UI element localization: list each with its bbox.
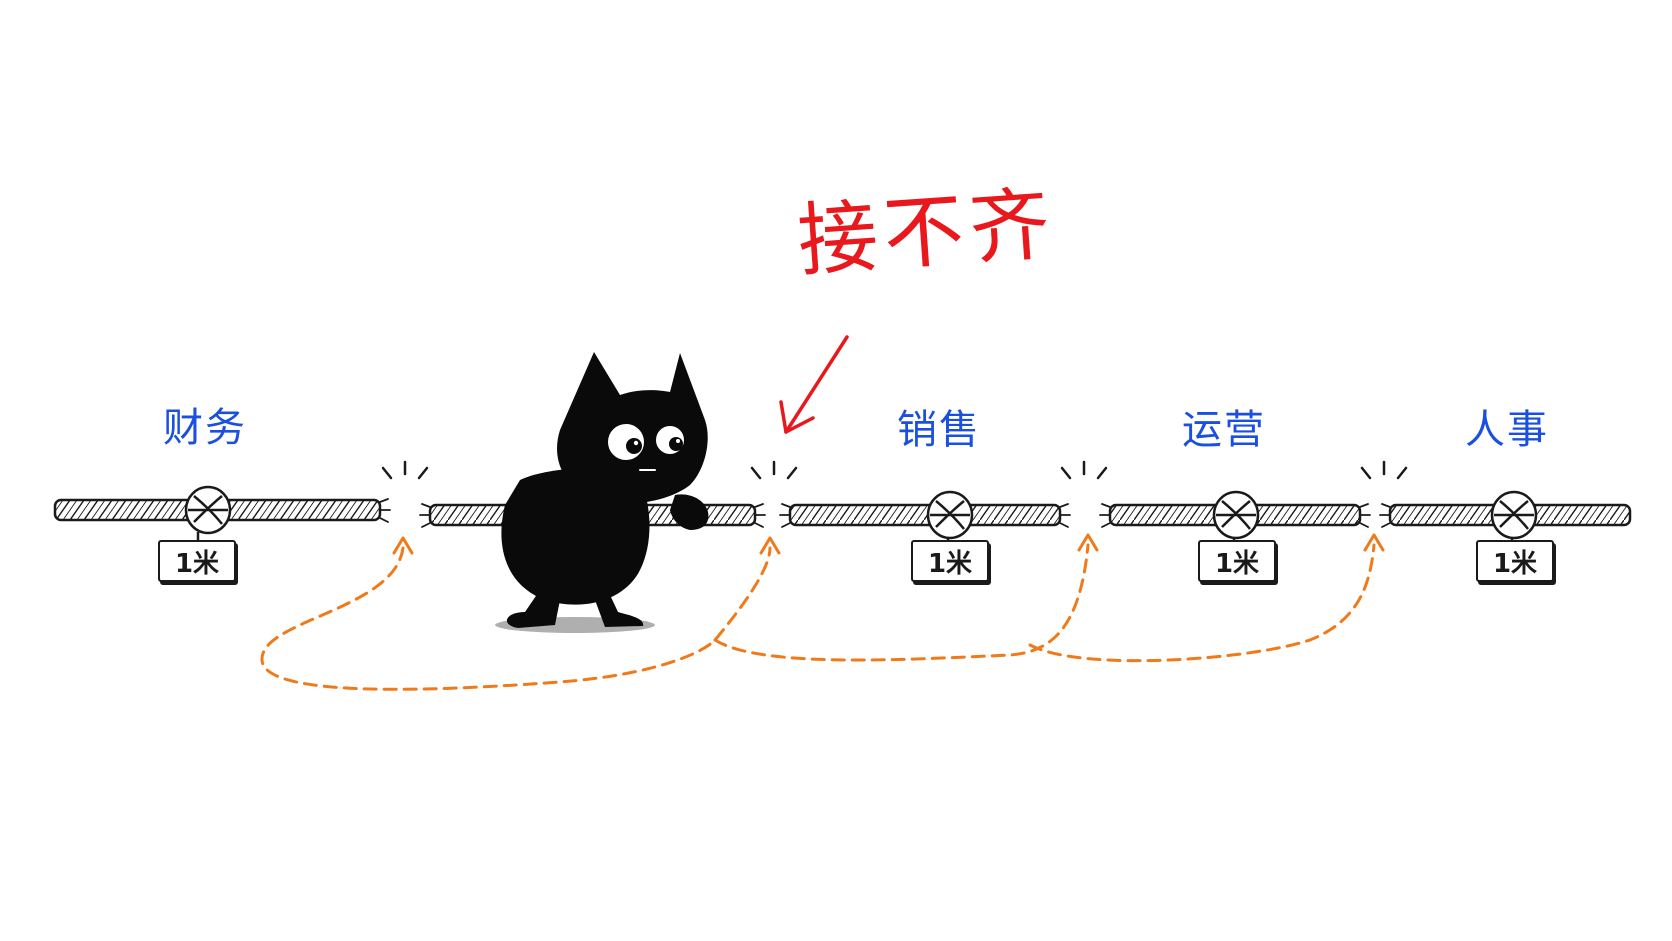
connector-path-3 — [1028, 543, 1376, 663]
connector-arrowheads — [392, 533, 1385, 555]
red-arrow-icon — [779, 335, 849, 434]
arrowhead-1 — [392, 536, 414, 555]
cat-eyes — [606, 422, 686, 462]
black-cat-icon — [495, 352, 709, 633]
label-operations: 运营 — [1182, 407, 1266, 453]
fray-5 — [1059, 503, 1071, 528]
arrowhead-3 — [1077, 533, 1099, 552]
length-tag-hr: 1米 — [1476, 540, 1554, 582]
label-finance: 财务 — [163, 405, 247, 451]
fray-2 — [419, 503, 431, 528]
rope-knot-icon — [1212, 490, 1260, 540]
length-tag-sales: 1米 — [911, 540, 989, 582]
length-tag-finance: 1米 — [158, 540, 236, 582]
cat-right-paw — [670, 494, 709, 530]
label-hr: 人事 — [1465, 407, 1549, 453]
label-sales: 销售 — [897, 407, 981, 453]
headline-title: 接不齐 — [794, 177, 1059, 288]
connector-lines — [260, 543, 1376, 691]
rope-knot-icon — [1490, 490, 1538, 540]
gap-ticks-1 — [381, 460, 429, 480]
knots — [184, 485, 1538, 540]
frayed-ends — [379, 498, 1391, 528]
gap-ticks-4 — [1360, 460, 1408, 480]
rope-knot-icon — [184, 485, 232, 535]
fray-3 — [754, 503, 766, 528]
fray-6 — [1099, 503, 1111, 528]
fray-7 — [1359, 503, 1371, 528]
rope-knot-icon — [926, 490, 974, 540]
connector-path-1 — [260, 546, 772, 691]
fray-8 — [1379, 503, 1391, 528]
arrowhead-4 — [1363, 533, 1385, 552]
connector-path-2 — [713, 543, 1090, 662]
gap-ticks-2 — [750, 460, 798, 480]
fray-1 — [379, 498, 391, 523]
cat-right-leg — [595, 595, 644, 627]
cat-left-leg — [506, 590, 560, 628]
gap-ticks — [381, 460, 1408, 480]
rope-segments — [53, 498, 1632, 527]
rope-segment-sales — [788, 503, 1062, 527]
arrowhead-2 — [759, 536, 781, 555]
gap-ticks-3 — [1060, 460, 1108, 480]
cat-left-paw — [558, 499, 590, 529]
fray-4 — [779, 503, 791, 528]
tag-strings — [196, 532, 1514, 548]
length-tag-operations: 1米 — [1198, 540, 1276, 582]
